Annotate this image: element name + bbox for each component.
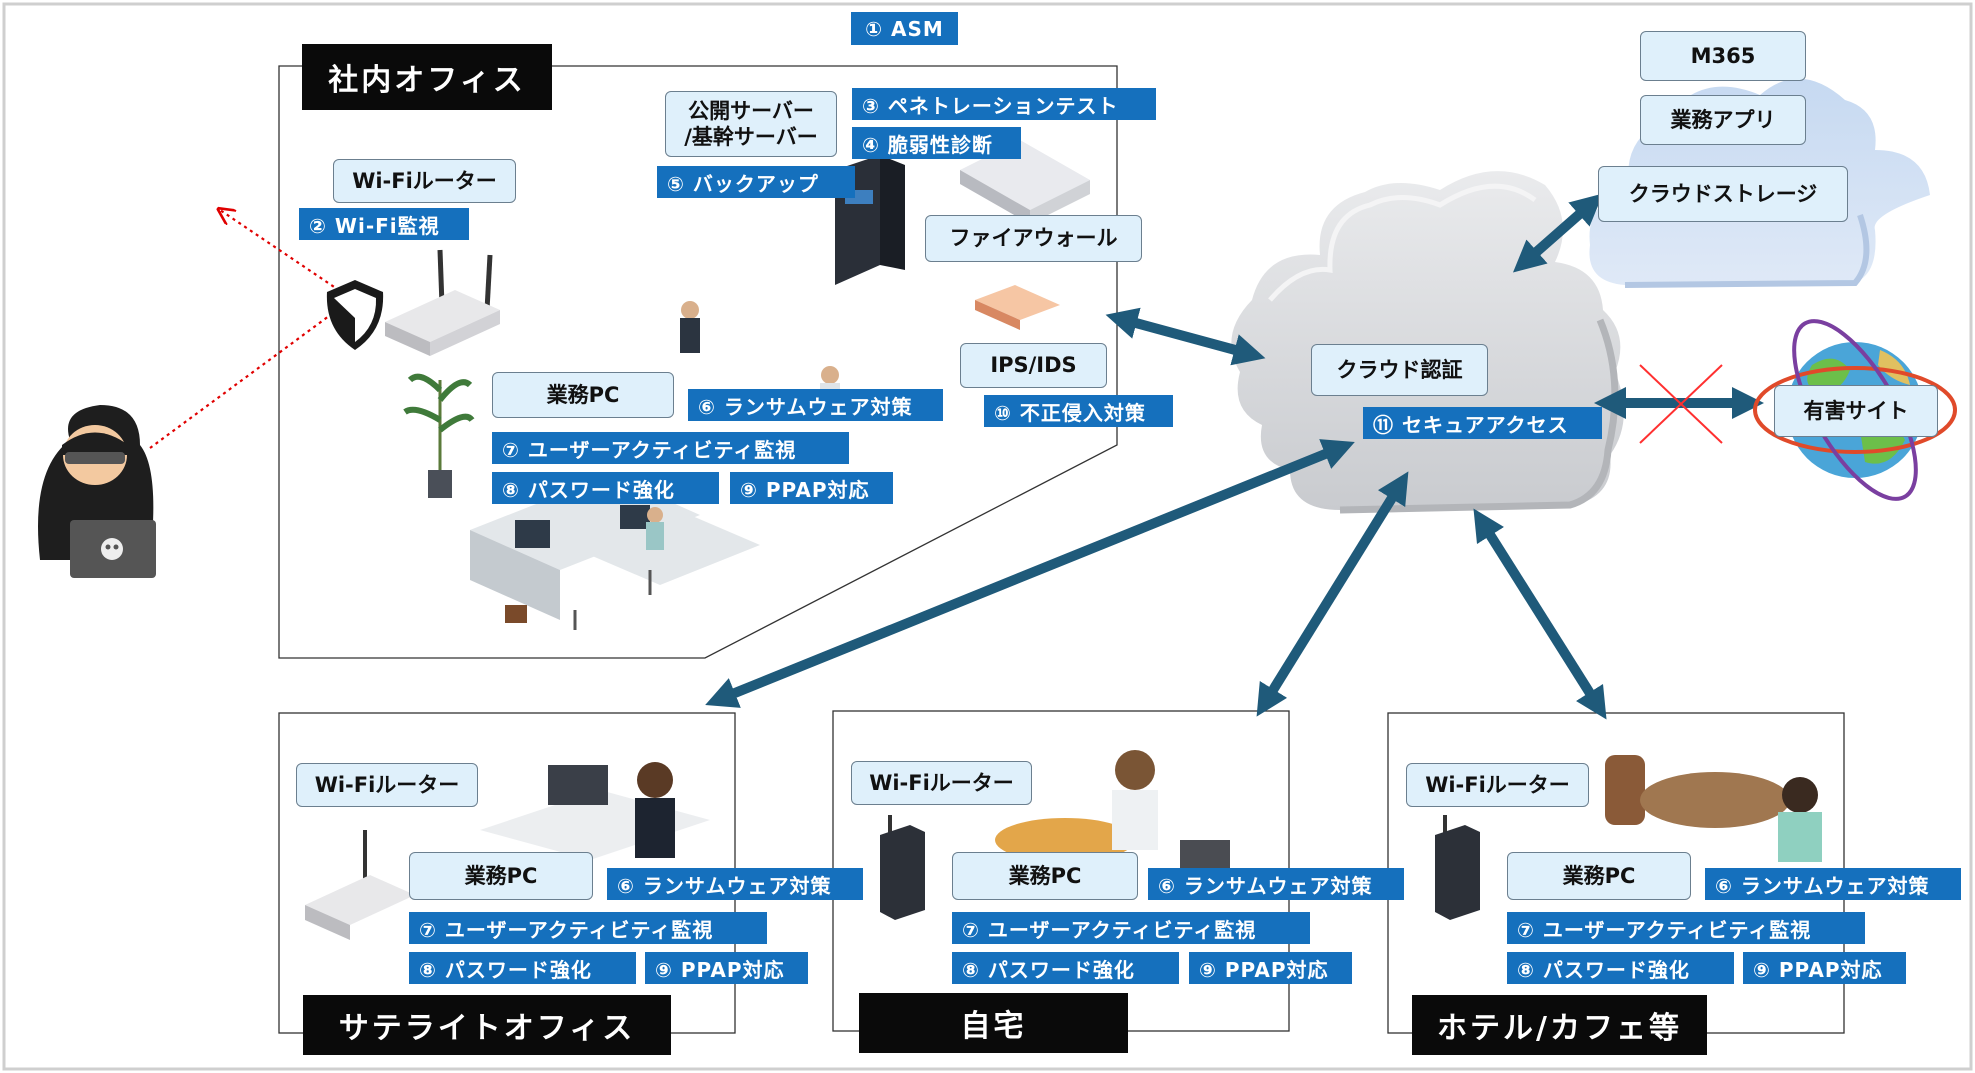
- satellite-desk-illustration: [480, 762, 710, 860]
- satellite-password-tag: ⑧ パスワード強化: [409, 952, 636, 984]
- home-pc-label: 業務PC: [952, 852, 1138, 900]
- office-desks-illustration: [470, 301, 840, 630]
- secure-access-tag: ⑪ セキュアアクセス: [1363, 407, 1602, 439]
- office-activity-tag: ⑦ ユーザーアクティビティ監視: [492, 432, 849, 464]
- hotel-wifi-label: Wi-Fiルーター: [1406, 763, 1589, 807]
- asm-tag: ① ASM: [851, 12, 958, 45]
- arrow-cloud-satellite: [705, 439, 1355, 708]
- cloud-auth-label: クラウド認証: [1311, 344, 1488, 396]
- intrusion-tag: ⑩ 不正侵入対策: [984, 395, 1173, 427]
- satellite-activity-tag: ⑦ ユーザーアクティビティ監視: [409, 912, 767, 944]
- satellite-ppap-tag: ⑨ PPAP対応: [645, 952, 808, 984]
- ips-device-icon: [975, 285, 1060, 330]
- m365-label: M365: [1640, 31, 1806, 81]
- hotel-router-icon: [1435, 815, 1480, 920]
- satellite-title: サテライトオフィス: [303, 995, 671, 1055]
- home-wifi-label: Wi-Fiルーター: [851, 761, 1032, 805]
- satellite-router-icon: [305, 830, 415, 940]
- office-title: 社内オフィス: [302, 44, 552, 110]
- ips-label: IPS/IDS: [960, 343, 1107, 388]
- hotel-ppap-tag: ⑨ PPAP対応: [1743, 952, 1906, 984]
- public-server-label: 公開サーバー /基幹サーバー: [665, 91, 837, 157]
- shield-icon: [326, 280, 384, 350]
- satellite-ransomware-tag: ⑥ ランサムウェア対策: [607, 868, 863, 900]
- hotel-activity-tag: ⑦ ユーザーアクティビティ監視: [1507, 912, 1865, 944]
- plant-icon: [403, 373, 475, 498]
- satellite-wifi-label: Wi-Fiルーター: [296, 763, 478, 807]
- home-password-tag: ⑧ パスワード強化: [952, 952, 1179, 984]
- hotel-table-illustration: [1605, 755, 1822, 862]
- arrow-office-cloud: [1105, 307, 1266, 366]
- home-ppap-tag: ⑨ PPAP対応: [1189, 952, 1352, 984]
- backup-tag: ⑤ バックアップ: [657, 166, 855, 198]
- cloud-storage-label: クラウドストレージ: [1598, 166, 1848, 222]
- blocked-cross-icon: [1639, 364, 1723, 444]
- hacker-icon: [38, 405, 156, 578]
- home-activity-tag: ⑦ ユーザーアクティビティ監視: [952, 912, 1310, 944]
- office-pc-label: 業務PC: [492, 372, 674, 418]
- office-password-tag: ⑧ パスワード強化: [492, 472, 719, 504]
- office-ppap-tag: ⑨ PPAP対応: [730, 472, 893, 504]
- hotel-password-tag: ⑧ パスワード強化: [1507, 952, 1734, 984]
- hotel-title: ホテル/カフェ等: [1412, 995, 1707, 1055]
- business-apps-label: 業務アプリ: [1640, 95, 1806, 145]
- firewall-label: ファイアウォール: [925, 215, 1142, 262]
- office-router-icon: [385, 249, 500, 356]
- hotel-pc-label: 業務PC: [1507, 852, 1691, 900]
- arrow-cloud-saas: [1512, 193, 1604, 273]
- pentest-tag: ③ ペネトレーションテスト: [852, 88, 1156, 120]
- arrow-cloud-home: [1256, 471, 1409, 717]
- arrow-cloud-hotel: [1473, 508, 1607, 720]
- home-ransomware-tag: ⑥ ランサムウェア対策: [1148, 868, 1404, 900]
- threat-path: [149, 210, 354, 449]
- vuln-tag: ④ 脆弱性診断: [852, 127, 1021, 159]
- office-ransomware-tag: ⑥ ランサムウェア対策: [688, 389, 943, 421]
- satellite-pc-label: 業務PC: [409, 852, 593, 900]
- hotel-ransomware-tag: ⑥ ランサムウェア対策: [1705, 868, 1961, 900]
- harmful-site-label: 有害サイト: [1774, 385, 1938, 437]
- home-title: 自宅: [859, 993, 1128, 1053]
- office-wifi-router-label: Wi-Fiルーター: [333, 159, 516, 203]
- home-router-icon: [880, 815, 925, 920]
- wifi-monitor-tag: ② Wi-Fi監視: [299, 208, 469, 240]
